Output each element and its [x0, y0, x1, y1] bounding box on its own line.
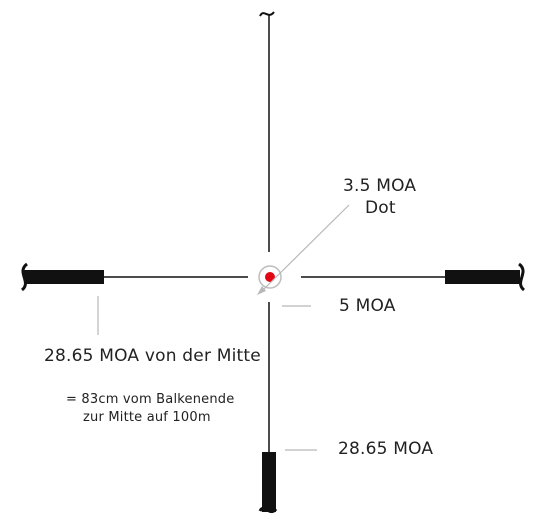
right-thick-post	[445, 270, 520, 284]
dot-size-label-line1: 3.5 MOA	[343, 176, 417, 196]
gap-label: 5 MOA	[339, 296, 396, 316]
left-post-cap	[20, 262, 29, 292]
bottom-post-cap	[258, 506, 278, 514]
dot-leader-arrow	[257, 286, 266, 295]
vertical-distance-label: 28.65 MOA	[338, 439, 434, 459]
bottom-thick-post	[262, 452, 276, 512]
center-red-dot	[265, 272, 275, 282]
horizontal-note-line1: = 83cm vom Balkenende	[66, 392, 235, 407]
left-thick-post	[24, 270, 104, 284]
top-crosshair-cap	[259, 11, 275, 17]
right-post-cap	[517, 262, 526, 292]
dot-size-label-line2: Dot	[365, 198, 396, 218]
horizontal-distance-label: 28.65 MOA von der Mitte	[44, 346, 261, 366]
dot-leader-line	[261, 204, 350, 292]
horizontal-note-line2: zur Mitte auf 100m	[83, 410, 211, 425]
